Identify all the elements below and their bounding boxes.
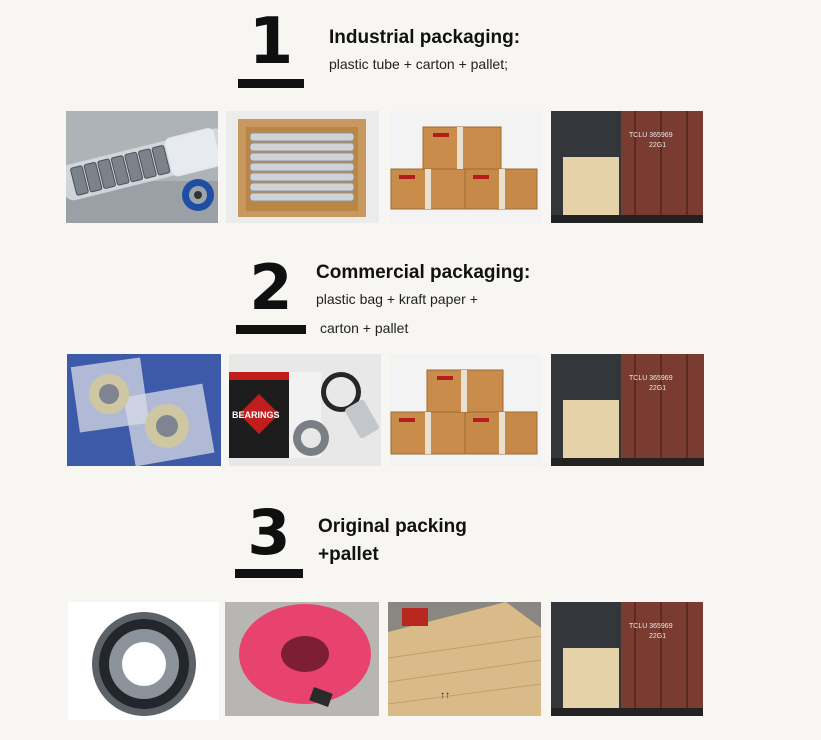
svg-text:22G1: 22G1: [649, 142, 666, 149]
section-description-line1: plastic bag + kraft paper +: [316, 291, 478, 307]
photo-stacked-cartons: [389, 111, 541, 223]
container-code-text: TCLU 365969: [629, 623, 673, 630]
photo-wrapped-bearing: [225, 602, 379, 716]
step-number-2: 2: [249, 251, 293, 324]
container-code-text: TCLU 365969: [629, 132, 673, 139]
photo-single-bearing: [68, 602, 219, 720]
container-code-text: TCLU 365969: [629, 375, 673, 382]
step-underline-2: [236, 325, 306, 334]
svg-text:22G1: 22G1: [649, 385, 666, 392]
photo-shipping-container: TCLU 365969 22G1: [551, 354, 704, 466]
photo-tubes-in-carton: [226, 111, 379, 223]
photo-wooden-crate: ↑↑: [388, 602, 541, 716]
svg-text:22G1: 22G1: [649, 633, 666, 640]
svg-text:↑↑: ↑↑: [440, 690, 450, 701]
section-description: plastic tube + carton + pallet;: [329, 56, 508, 72]
step-number-3: 3: [247, 496, 291, 569]
photo-branded-box: BEARINGS: [229, 354, 381, 466]
photo-bearings-in-tube: [66, 111, 218, 223]
brand-box-label: BEARINGS: [232, 410, 280, 420]
section-title-line1: Original packing: [318, 516, 467, 537]
section-description-line2: carton + pallet: [320, 320, 409, 336]
section-title-line2: +pallet: [318, 544, 379, 565]
step-underline-1: [238, 79, 304, 88]
step-number-1: 1: [248, 5, 294, 79]
photo-shipping-container: TCLU 365969 22G1: [551, 602, 703, 716]
section-title: Commercial packaging:: [316, 262, 531, 283]
section-title: Industrial packaging:: [329, 27, 521, 48]
photo-bearings-in-bags: [67, 354, 221, 466]
photo-stacked-cartons: [389, 354, 541, 466]
photo-shipping-container: TCLU 365969 22G1: [551, 111, 703, 223]
step-underline-3: [235, 569, 303, 578]
